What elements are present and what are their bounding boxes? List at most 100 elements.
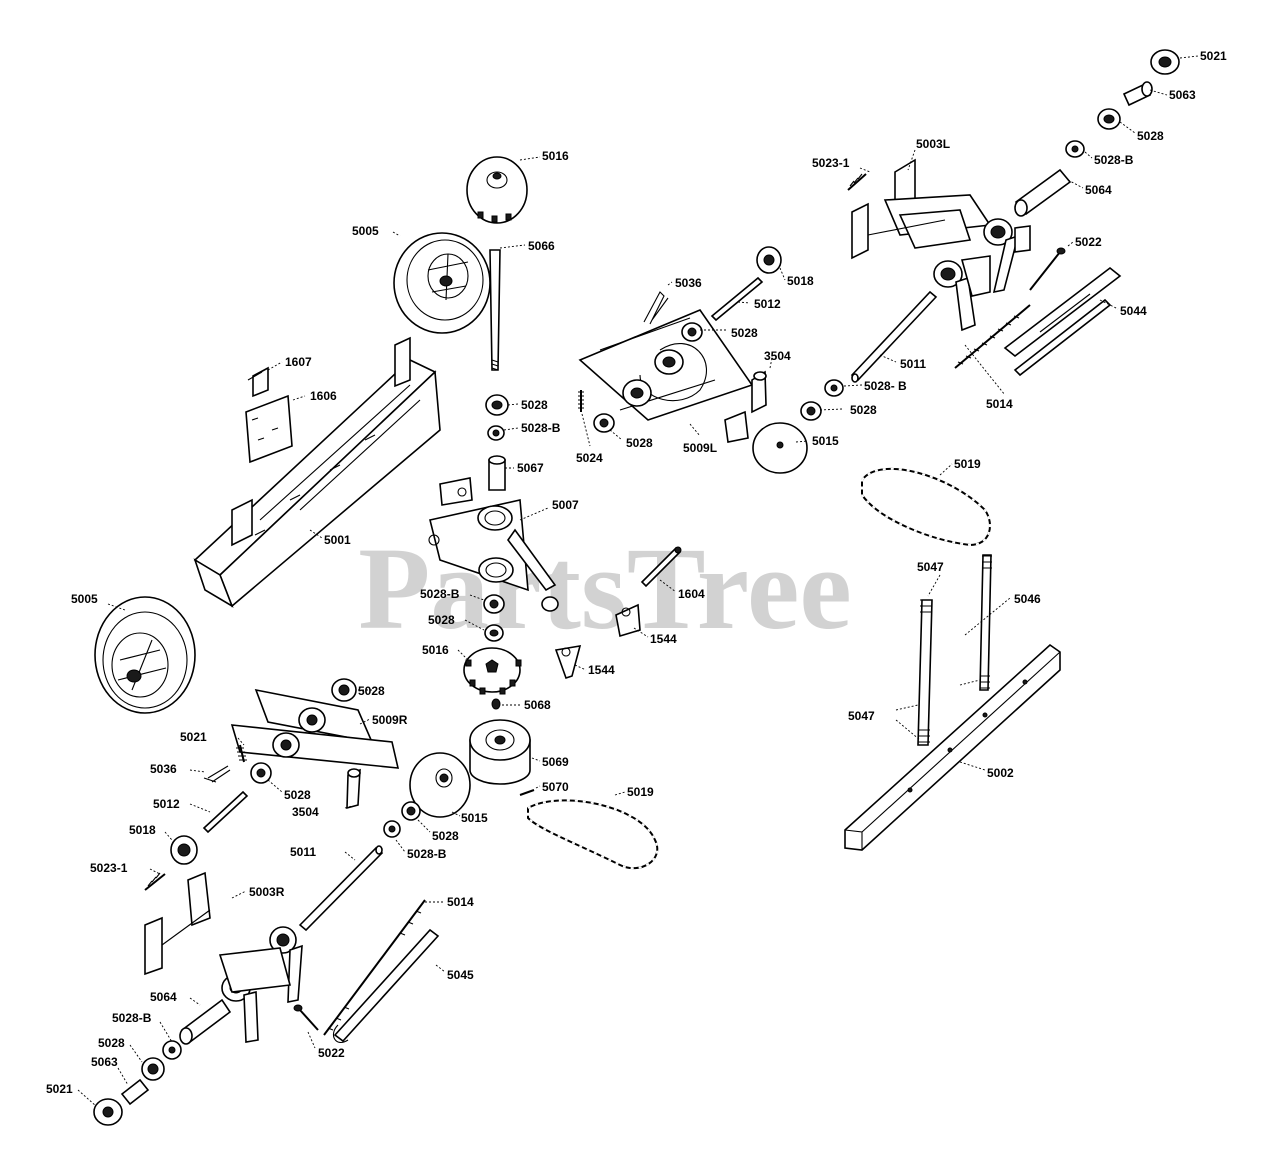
label-5044: 5044 — [1120, 304, 1147, 318]
part-5015-lower-disc — [409, 752, 471, 818]
label-5022-bottom: 5022 — [318, 1046, 345, 1060]
label-5028-shaft: 5028 — [521, 398, 548, 412]
label-5021-bottom: 5021 — [46, 1082, 73, 1096]
part-5066-vertical-shaft — [489, 249, 501, 371]
label-5028-lower-left: 5028 — [284, 788, 311, 802]
label-5001: 5001 — [324, 533, 351, 547]
part-labels: 5021 5063 5028 5028-B 5003L 5023-1 5064 … — [46, 49, 1227, 1096]
label-5047-top: 5047 — [917, 560, 944, 574]
label-5021-top: 5021 — [1200, 49, 1227, 63]
part-5028b-lower-tube-washer — [162, 1040, 182, 1060]
label-1606: 1606 — [310, 389, 337, 403]
label-5064-bottom: 5064 — [150, 990, 177, 1004]
part-5009r-gear-housing — [230, 688, 400, 769]
part-1607-bracket — [247, 366, 269, 398]
label-5016-top: 5016 — [542, 149, 569, 163]
part-5028b-housing-washer — [824, 379, 844, 397]
part-5047-upper-stud — [917, 599, 933, 746]
part-5064-top-tube — [1014, 168, 1072, 217]
part-5022-lower-bolt — [293, 1004, 319, 1031]
part-5028-housing-bearing-r — [331, 678, 357, 702]
label-5019-top: 5019 — [954, 457, 981, 471]
label-3504-bottom: 3504 — [292, 805, 319, 819]
label-5028b-shaft: 5028-B — [521, 421, 561, 435]
label-5028b-top: 5028-B — [1094, 153, 1134, 167]
label-5011-top: 5011 — [900, 357, 926, 371]
label-5028b-bottom: 5028-B — [112, 1011, 152, 1025]
label-5022-top: 5022 — [1075, 235, 1102, 249]
part-5003l-left-side-bracket — [851, 158, 1031, 332]
label-5069: 5069 — [542, 755, 569, 769]
label-5028-bottom: 5028 — [98, 1036, 125, 1050]
part-5016-lower-gear — [463, 647, 522, 695]
part-5012-upper-pin — [710, 276, 764, 322]
part-5063-lower-spacer — [120, 1078, 150, 1106]
label-5028-disc: 5028 — [432, 829, 459, 843]
part-5021-lower-bushing — [93, 1098, 123, 1126]
part-5068-connector — [491, 698, 501, 710]
part-5022-top-bolt — [1029, 247, 1066, 291]
label-5009l: 5009L — [683, 441, 717, 455]
label-5064-top: 5064 — [1085, 183, 1112, 197]
part-5019-upper-chain — [861, 467, 991, 547]
part-5009l-gear-housing — [578, 309, 754, 443]
part-5018-lower-pulley — [170, 835, 198, 865]
part-5023-1-lower-spring — [144, 872, 166, 891]
label-5070: 5070 — [542, 780, 569, 794]
label-5007: 5007 — [552, 498, 579, 512]
label-1604: 1604 — [678, 587, 705, 601]
part-5011-lower-axle — [298, 845, 384, 932]
label-5005-bottom: 5005 — [71, 592, 98, 606]
label-5012-top: 5012 — [754, 297, 781, 311]
label-5016-lower: 5016 — [422, 643, 449, 657]
part-5028-left-bearing — [593, 413, 615, 433]
part-5063-top-spacer — [1122, 81, 1153, 107]
label-5036-top: 5036 — [675, 276, 702, 290]
part-5044-top-rail — [1003, 266, 1122, 377]
part-5001-main-frame — [193, 336, 441, 608]
label-5063-top: 5063 — [1169, 88, 1196, 102]
part-5036-lower-clip — [203, 765, 231, 783]
part-5028b-lower-washer — [483, 594, 505, 614]
part-5014-lower-spring-rod — [323, 899, 426, 1036]
label-5023-1-bottom: 5023-1 — [90, 861, 128, 875]
part-5028b-top-washer — [1065, 140, 1085, 158]
label-5046: 5046 — [1014, 592, 1041, 606]
part-5028-housing-bearing — [681, 322, 703, 342]
label-5028-lower: 5028 — [428, 613, 455, 627]
part-5064-lower-tube — [179, 998, 232, 1045]
part-5011-top-axle — [850, 290, 938, 383]
label-5018-top: 5018 — [787, 274, 814, 288]
label-5002: 5002 — [987, 766, 1014, 780]
part-5028-housing-bearing-2 — [800, 401, 822, 421]
label-5005-top: 5005 — [352, 224, 379, 238]
label-3504-top: 3504 — [764, 349, 791, 363]
label-5028-housing-r: 5028 — [358, 684, 385, 698]
label-1544-lower: 1544 — [588, 663, 615, 677]
part-5005-top-wheel — [393, 232, 491, 334]
label-5024: 5024 — [576, 451, 603, 465]
label-5028b-disc: 5028-B — [407, 847, 447, 861]
label-5047-bottom: 5047 — [848, 709, 875, 723]
part-5067-sleeve — [488, 455, 506, 491]
label-5003r: 5003R — [249, 885, 285, 899]
part-1544-lower-clip — [554, 645, 582, 680]
part-5003r-right-side-bracket — [144, 871, 303, 1043]
part-5018-upper-pulley — [756, 246, 782, 274]
label-5028-left: 5028 — [626, 436, 653, 450]
part-3504-lower-lever — [346, 768, 361, 810]
part-5028-lower-bearing — [484, 624, 504, 642]
part-5021-top-bushing — [1150, 49, 1180, 75]
label-1544-upper: 1544 — [650, 632, 677, 646]
part-5028-shaft-bearing — [485, 394, 509, 416]
label-5063-bottom: 5063 — [91, 1055, 118, 1069]
leader-lines — [77, 55, 1199, 1107]
part-5021-spring-r — [236, 744, 247, 763]
label-5003l: 5003L — [916, 137, 950, 151]
part-5028-lower-left-bearing — [250, 762, 272, 784]
label-5045: 5045 — [447, 968, 474, 982]
part-5028-disc-bearing — [401, 801, 421, 821]
label-5015-bottom: 5015 — [461, 811, 488, 825]
part-5015-upper-disc — [752, 422, 808, 474]
